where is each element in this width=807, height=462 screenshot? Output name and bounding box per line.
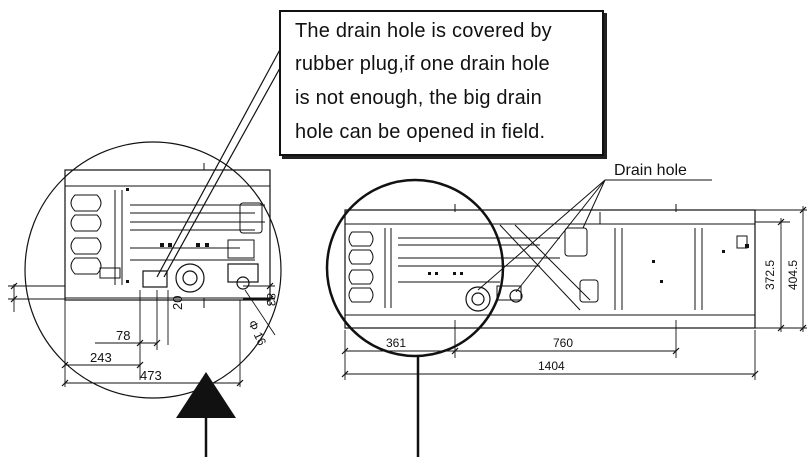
right-coil-tubes bbox=[348, 224, 748, 311]
dim-20: 20 bbox=[170, 295, 185, 310]
dim-473: 473 bbox=[140, 368, 162, 383]
dim-361: 361 bbox=[386, 336, 407, 350]
drain-hole-label: Drain hole bbox=[614, 162, 687, 179]
callout-line-1: The drain hole is covered by bbox=[295, 20, 552, 42]
dim-372-5: 372.5 bbox=[763, 259, 777, 290]
callout-line-3: is not enough, the big drain bbox=[295, 87, 542, 109]
left-drain-holes bbox=[142, 263, 259, 293]
right-small-marks bbox=[428, 244, 749, 283]
dim-83: 83 bbox=[264, 293, 278, 307]
left-coil-tubes bbox=[70, 190, 265, 285]
right-drain-holes bbox=[465, 286, 523, 312]
drain-hole-leaders bbox=[477, 179, 712, 293]
dim-760: 760 bbox=[553, 336, 574, 350]
right-unit-body bbox=[344, 209, 756, 329]
right-full-view bbox=[325, 178, 807, 457]
right-dimension-ticks bbox=[341, 206, 807, 378]
big-arrow-left bbox=[176, 372, 236, 457]
left-small-marks bbox=[126, 188, 209, 283]
dim-1404: 1404 bbox=[538, 359, 565, 373]
dim-404-5: 404.5 bbox=[786, 259, 800, 290]
left-dimension-ticks bbox=[10, 282, 274, 387]
right-dimension-lines bbox=[344, 206, 807, 380]
callout-line-4: hole can be opened in field. bbox=[295, 121, 546, 143]
right-zoom-circle bbox=[325, 178, 505, 358]
left-detail-view bbox=[8, 43, 291, 457]
dim-243: 243 bbox=[90, 350, 112, 365]
callout-box: The drain hole is covered by rubber plug… bbox=[279, 10, 604, 156]
callout-line-2: rubber plug,if one drain hole bbox=[295, 53, 550, 75]
left-unit-body bbox=[64, 169, 271, 301]
detail-circle bbox=[24, 141, 282, 399]
dim-78: 78 bbox=[116, 328, 131, 343]
